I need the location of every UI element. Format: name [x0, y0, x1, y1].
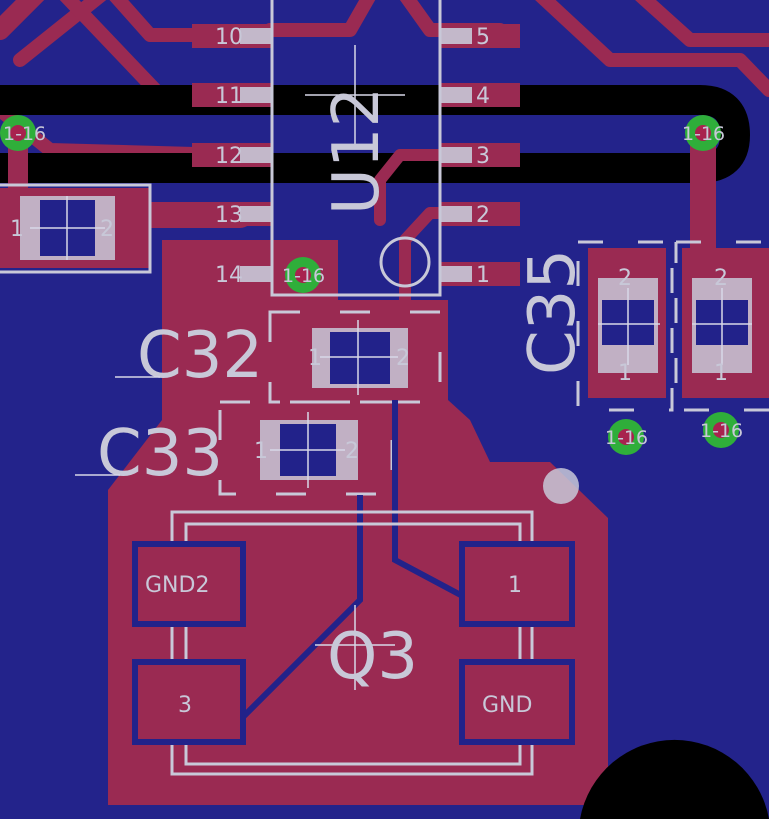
- c-left-footprint: 1 2: [0, 183, 152, 274]
- trace-top-right-2: [535, 0, 769, 97]
- trace-u12-pin3: [374, 149, 476, 226]
- svg-text:1: 1: [714, 361, 728, 386]
- mounting-hole-small: [543, 468, 579, 504]
- trace-top-right-3: [635, 0, 769, 47]
- c32-refdes: C32: [137, 319, 263, 393]
- svg-text:2: 2: [714, 266, 728, 291]
- trace-top-center: [263, 0, 376, 37]
- via[interactable]: 1-16: [282, 257, 325, 293]
- via[interactable]: 1-16: [0, 115, 46, 151]
- svg-text:1-16: 1-16: [282, 265, 325, 287]
- q3-pad-1: [459, 541, 575, 627]
- svg-text:GND: GND: [482, 693, 532, 718]
- via[interactable]: 1-16: [605, 419, 648, 455]
- svg-text:1-16: 1-16: [605, 427, 648, 449]
- u12-left-pin-labels: 10 11 12 13 14: [215, 25, 243, 288]
- q3-pad-gnd: [459, 659, 575, 745]
- c-right-footprint: 2 1: [674, 240, 769, 412]
- svg-text:2: 2: [476, 203, 490, 228]
- svg-text:GND2: GND2: [145, 573, 209, 598]
- trace-tl-1: [0, 0, 45, 40]
- trace-to-q3-pad1: [392, 400, 472, 603]
- via[interactable]: 1-16: [682, 115, 725, 151]
- mounting-hole-large: [580, 739, 769, 819]
- svg-text:12: 12: [215, 144, 243, 169]
- u12-outline: [270, 0, 442, 297]
- c35-refdes: C35: [516, 249, 590, 375]
- svg-text:2: 2: [100, 217, 114, 242]
- c33-refdes: C33: [97, 417, 223, 491]
- trace-u12-pin2: [399, 207, 476, 306]
- svg-text:3: 3: [476, 144, 490, 169]
- via[interactable]: 1-16: [700, 412, 743, 448]
- svg-text:1: 1: [10, 217, 24, 242]
- svg-text:2: 2: [618, 266, 632, 291]
- trace-to-q3-pad3: [237, 495, 363, 723]
- svg-text:1-16: 1-16: [682, 123, 725, 145]
- u12-refdes: U12: [320, 87, 394, 215]
- svg-text:2: 2: [345, 439, 359, 464]
- svg-text:1-16: 1-16: [3, 123, 46, 145]
- svg-text:2: 2: [396, 346, 410, 371]
- u12-center-cross: [305, 45, 405, 145]
- svg-text:1-16: 1-16: [700, 420, 743, 442]
- u12-pin-stubs: [240, 28, 472, 282]
- svg-text:1: 1: [508, 573, 522, 598]
- q3-refdes: Q3: [327, 620, 418, 694]
- c35-footprint: 2 1: [576, 240, 674, 412]
- svg-text:1: 1: [618, 361, 632, 386]
- q3-pad-3: [132, 659, 246, 745]
- svg-text:10: 10: [215, 25, 243, 50]
- svg-text:3: 3: [178, 693, 192, 718]
- svg-text:1: 1: [476, 263, 490, 288]
- svg-text:14: 14: [215, 263, 243, 288]
- svg-text:1: 1: [308, 346, 322, 371]
- c33-footprint: 1 2: [218, 400, 394, 496]
- svg-text:4: 4: [476, 84, 490, 109]
- svg-text:13: 13: [215, 203, 243, 228]
- q3-pad-gnd2: [132, 541, 246, 627]
- u12-pin1-marker: [379, 236, 431, 288]
- u12-right-pin-labels: 5 4 3 2 1: [476, 25, 490, 288]
- svg-text:11: 11: [215, 84, 243, 109]
- svg-text:1: 1: [254, 439, 268, 464]
- q3-footprint: GND2 3 1 GND: [132, 510, 575, 776]
- c32-footprint: 1 2: [268, 310, 442, 404]
- svg-text:5: 5: [476, 25, 490, 50]
- trace-tl-2: [13, 0, 107, 67]
